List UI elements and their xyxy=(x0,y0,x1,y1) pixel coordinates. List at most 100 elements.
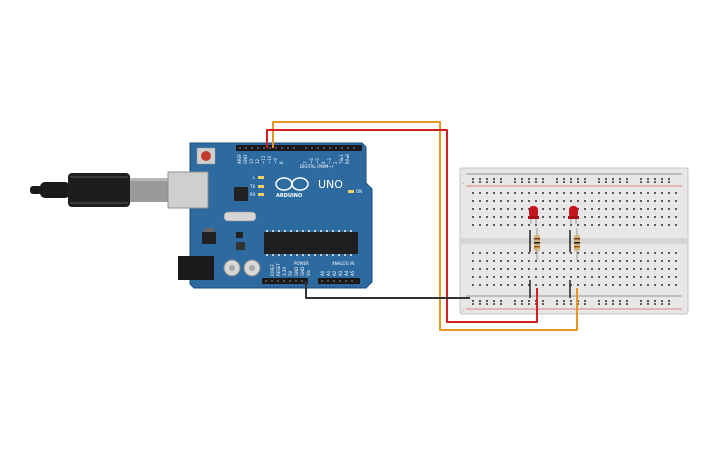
breadboard-hole[interactable] xyxy=(493,260,495,262)
breadboard-hole[interactable] xyxy=(521,300,523,302)
breadboard-hole[interactable] xyxy=(598,224,600,226)
breadboard-hole[interactable] xyxy=(626,178,628,180)
breadboard-hole[interactable] xyxy=(675,200,677,202)
breadboard-hole[interactable] xyxy=(591,276,593,278)
breadboard-hole[interactable] xyxy=(570,300,572,302)
breadboard-hole[interactable] xyxy=(640,216,642,218)
breadboard-hole[interactable] xyxy=(514,252,516,254)
breadboard-hole[interactable] xyxy=(479,192,481,194)
breadboard-hole[interactable] xyxy=(507,252,509,254)
breadboard-hole[interactable] xyxy=(563,200,565,202)
breadboard-hole[interactable] xyxy=(521,208,523,210)
breadboard-hole[interactable] xyxy=(619,276,621,278)
breadboard-hole[interactable] xyxy=(633,200,635,202)
breadboard-hole[interactable] xyxy=(493,224,495,226)
breadboard-hole[interactable] xyxy=(577,276,579,278)
breadboard-hole[interactable] xyxy=(647,276,649,278)
breadboard-hole[interactable] xyxy=(626,252,628,254)
breadboard-hole[interactable] xyxy=(647,208,649,210)
breadboard-hole[interactable] xyxy=(542,224,544,226)
breadboard-hole[interactable] xyxy=(514,276,516,278)
breadboard-hole[interactable] xyxy=(584,216,586,218)
breadboard-hole[interactable] xyxy=(661,276,663,278)
breadboard-hole[interactable] xyxy=(521,303,523,305)
breadboard-hole[interactable] xyxy=(507,276,509,278)
breadboard-hole[interactable] xyxy=(591,216,593,218)
breadboard-hole[interactable] xyxy=(598,300,600,302)
breadboard-hole[interactable] xyxy=(472,260,474,262)
breadboard-hole[interactable] xyxy=(647,192,649,194)
breadboard-hole[interactable] xyxy=(605,208,607,210)
breadboard-hole[interactable] xyxy=(668,208,670,210)
breadboard-hole[interactable] xyxy=(507,208,509,210)
breadboard-hole[interactable] xyxy=(549,208,551,210)
breadboard-hole[interactable] xyxy=(493,181,495,183)
breadboard-hole[interactable] xyxy=(521,178,523,180)
breadboard-hole[interactable] xyxy=(479,252,481,254)
breadboard-hole[interactable] xyxy=(486,208,488,210)
breadboard-hole[interactable] xyxy=(661,208,663,210)
breadboard-hole[interactable] xyxy=(598,208,600,210)
breadboard-hole[interactable] xyxy=(605,178,607,180)
breadboard-hole[interactable] xyxy=(654,303,656,305)
breadboard-hole[interactable] xyxy=(626,260,628,262)
breadboard-hole[interactable] xyxy=(514,260,516,262)
breadboard-hole[interactable] xyxy=(542,284,544,286)
breadboard-hole[interactable] xyxy=(479,181,481,183)
breadboard-hole[interactable] xyxy=(640,178,642,180)
reset-button[interactable] xyxy=(201,151,211,161)
breadboard-hole[interactable] xyxy=(535,260,537,262)
breadboard-hole[interactable] xyxy=(619,216,621,218)
breadboard-hole[interactable] xyxy=(584,181,586,183)
breadboard-hole[interactable] xyxy=(668,181,670,183)
breadboard-hole[interactable] xyxy=(528,284,530,286)
breadboard-hole[interactable] xyxy=(584,303,586,305)
breadboard-hole[interactable] xyxy=(668,260,670,262)
breadboard-hole[interactable] xyxy=(549,200,551,202)
breadboard-hole[interactable] xyxy=(661,200,663,202)
breadboard-hole[interactable] xyxy=(556,192,558,194)
breadboard-hole[interactable] xyxy=(647,303,649,305)
breadboard-hole[interactable] xyxy=(556,260,558,262)
breadboard-hole[interactable] xyxy=(507,224,509,226)
breadboard-hole[interactable] xyxy=(647,300,649,302)
breadboard-hole[interactable] xyxy=(668,216,670,218)
breadboard-hole[interactable] xyxy=(647,200,649,202)
breadboard-hole[interactable] xyxy=(535,178,537,180)
breadboard-hole[interactable] xyxy=(528,178,530,180)
breadboard-hole[interactable] xyxy=(619,268,621,270)
breadboard-hole[interactable] xyxy=(633,268,635,270)
breadboard-hole[interactable] xyxy=(486,276,488,278)
breadboard-hole[interactable] xyxy=(577,224,579,226)
breadboard-hole[interactable] xyxy=(654,300,656,302)
breadboard-hole[interactable] xyxy=(549,192,551,194)
breadboard-hole[interactable] xyxy=(549,252,551,254)
breadboard-hole[interactable] xyxy=(507,192,509,194)
wire-black[interactable] xyxy=(305,281,470,299)
breadboard-hole[interactable] xyxy=(563,260,565,262)
breadboard-hole[interactable] xyxy=(507,216,509,218)
breadboard-hole[interactable] xyxy=(556,300,558,302)
breadboard-hole[interactable] xyxy=(612,216,614,218)
breadboard-hole[interactable] xyxy=(535,252,537,254)
breadboard-hole[interactable] xyxy=(570,276,572,278)
breadboard-hole[interactable] xyxy=(472,268,474,270)
breadboard-hole[interactable] xyxy=(584,252,586,254)
breadboard-hole[interactable] xyxy=(528,260,530,262)
breadboard-hole[interactable] xyxy=(598,200,600,202)
breadboard-hole[interactable] xyxy=(598,284,600,286)
breadboard-hole[interactable] xyxy=(493,268,495,270)
breadboard-hole[interactable] xyxy=(654,284,656,286)
breadboard-hole[interactable] xyxy=(598,192,600,194)
breadboard-hole[interactable] xyxy=(584,178,586,180)
breadboard-hole[interactable] xyxy=(570,200,572,202)
breadboard-hole[interactable] xyxy=(640,252,642,254)
breadboard-hole[interactable] xyxy=(479,300,481,302)
breadboard-hole[interactable] xyxy=(675,276,677,278)
breadboard-hole[interactable] xyxy=(591,260,593,262)
breadboard-hole[interactable] xyxy=(647,216,649,218)
breadboard-hole[interactable] xyxy=(535,224,537,226)
breadboard-hole[interactable] xyxy=(556,181,558,183)
breadboard-hole[interactable] xyxy=(668,178,670,180)
wire-red[interactable] xyxy=(266,129,538,323)
